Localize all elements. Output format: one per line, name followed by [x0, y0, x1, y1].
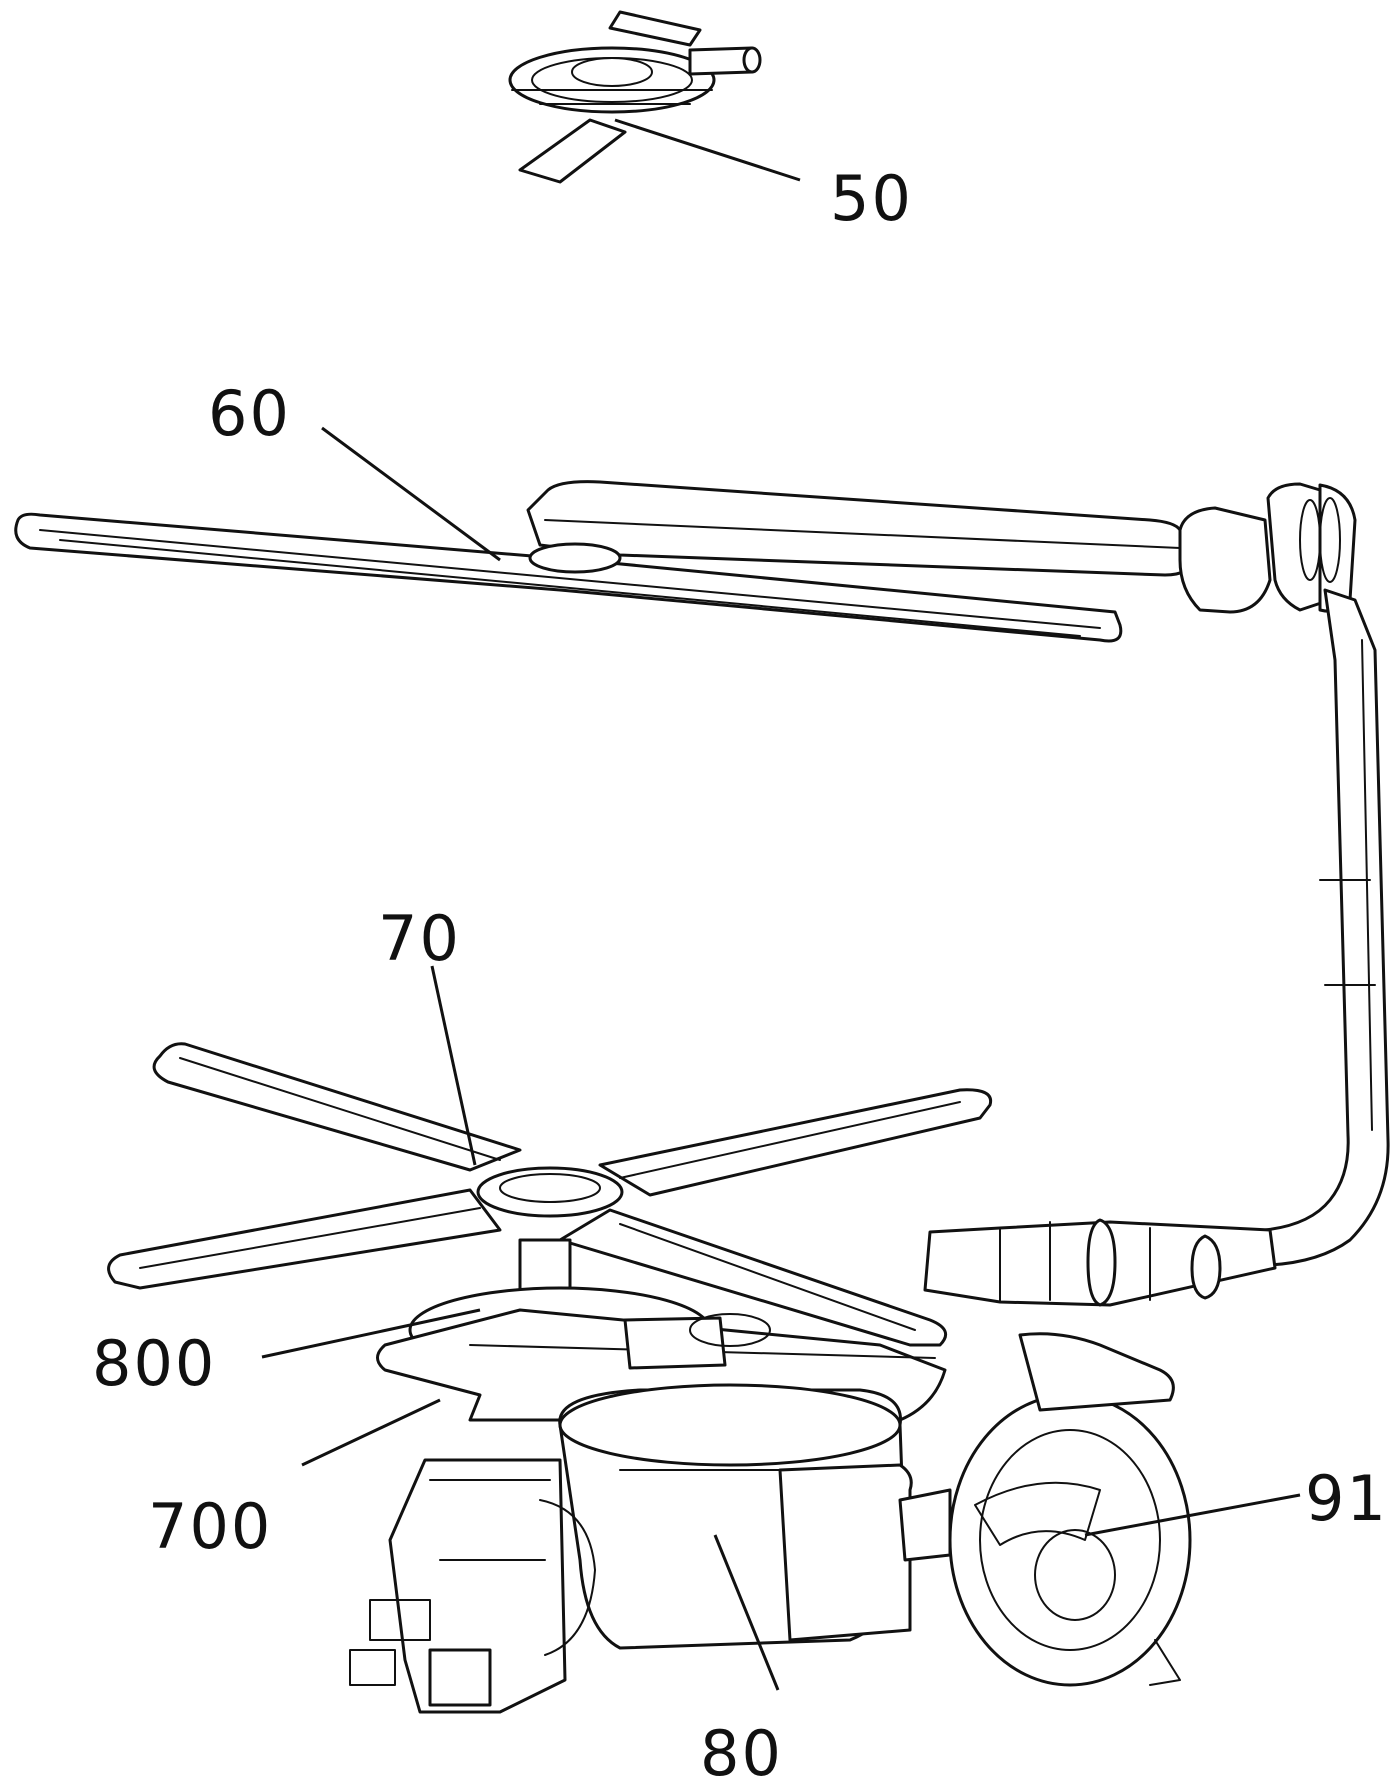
label-80: 80: [700, 1717, 783, 1790]
label-60: 60: [208, 377, 291, 450]
leader-80: [713, 1534, 780, 1691]
leader-lines: [261, 118, 1301, 1691]
leader-700: [301, 1398, 441, 1467]
leader-70: [430, 965, 477, 1166]
upper-spray-arm-60: [14, 480, 1357, 643]
leader-91: [1084, 1493, 1301, 1537]
lower-spray-arm-70: [107, 1042, 993, 1347]
label-50: 50: [830, 162, 913, 235]
label-700: 700: [148, 1490, 272, 1563]
label-800: 800: [92, 1327, 216, 1400]
label-91: 91: [1305, 1462, 1388, 1535]
top-spray-arm-50: [508, 10, 762, 184]
leader-60: [321, 426, 501, 562]
feed-pipe: [923, 588, 1390, 1307]
leader-800: [261, 1308, 481, 1359]
leader-50: [614, 118, 801, 182]
label-70: 70: [378, 902, 461, 975]
sump-assembly-80: [349, 1238, 1192, 1714]
reference-labels: 50 60 70 800 700 91 80: [92, 162, 1388, 1790]
